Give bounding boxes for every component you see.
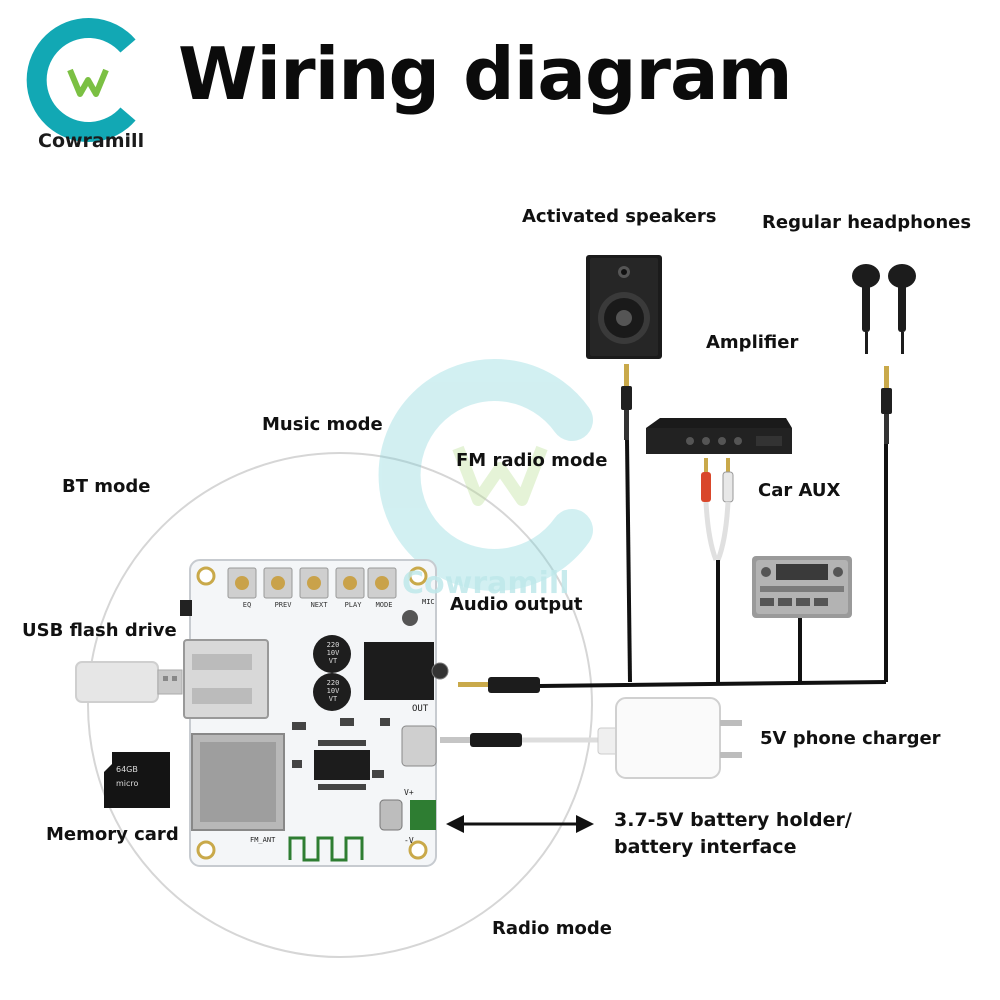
headphones-icon — [852, 264, 916, 354]
board-button-mode: MODE — [375, 601, 393, 609]
board-mic-label: MIC — [422, 598, 435, 606]
cap-brand: VT — [328, 657, 338, 665]
car-radio-icon — [752, 556, 852, 618]
board-vplus-label: V+ — [404, 788, 414, 797]
capacitor-2-label: 220 10V VT — [318, 679, 348, 703]
cap-voltage: 10V — [326, 649, 340, 657]
watermark-text: Cowramill — [402, 566, 570, 601]
audio-board — [180, 559, 449, 867]
board-button-next: NEXT — [310, 601, 328, 609]
label-memory-card: Memory card — [46, 824, 179, 845]
board-button-prev: PREV — [274, 601, 292, 609]
memory-card-icon: 64GB micro — [104, 752, 170, 808]
board-button-play: PLAY — [344, 601, 362, 609]
battery-arrow-icon — [446, 815, 594, 833]
board-out-label: OUT — [412, 704, 429, 714]
headphone-jack-icon — [881, 366, 892, 444]
cap-value: 220 — [326, 679, 340, 687]
amplifier-icon — [646, 418, 792, 454]
capacitors — [313, 635, 351, 711]
usb-flash-drive-icon — [75, 661, 183, 703]
label-battery-interface: 3.7-5V battery holder/ battery interface — [614, 807, 852, 861]
board-buttons — [227, 567, 397, 599]
board-button-eq: EQ — [242, 601, 252, 609]
label-fm-radio-mode: FM radio mode — [456, 450, 608, 471]
label-audio-output: Audio output — [450, 594, 583, 615]
speaker-jack-icon — [621, 364, 632, 440]
board-vminus-label: -V — [404, 836, 414, 845]
board-fm-ant-label: FM_ANT — [250, 836, 276, 844]
sd-capacity-text: 64GB — [116, 765, 138, 774]
capacitor-1-label: 220 10V VT — [318, 641, 348, 665]
cap-brand: VT — [328, 695, 338, 703]
page-title: Wiring diagram — [178, 32, 793, 116]
speaker-icon — [586, 255, 662, 359]
brand-logo — [26, 18, 136, 142]
label-radio-mode: Radio mode — [492, 918, 612, 939]
audio-cables — [539, 439, 888, 688]
cap-value: 220 — [326, 641, 340, 649]
label-amplifier: Amplifier — [706, 332, 799, 353]
label-bt-mode: BT mode — [62, 476, 151, 497]
label-car-aux: Car AUX — [758, 480, 841, 501]
audio-jack-port — [364, 642, 434, 700]
label-battery-line2: battery interface — [614, 836, 797, 858]
label-regular-headphones: Regular headphones — [762, 212, 972, 233]
cap-voltage: 10V — [326, 687, 340, 695]
rca-plugs-icon — [701, 458, 734, 561]
mode-circle — [87, 452, 593, 958]
brand-name: Cowramill — [38, 130, 145, 152]
audio-output-jack-icon — [458, 677, 540, 693]
watermark-logo — [378, 359, 593, 591]
usb-port — [183, 639, 269, 719]
label-activated-speakers: Activated speakers — [522, 206, 717, 227]
label-phone-charger: 5V phone charger — [760, 728, 941, 749]
phone-charger-icon — [440, 697, 742, 779]
board-button-labels: EQ PREV NEXT PLAY MODE — [229, 601, 399, 609]
label-usb-flash-drive: USB flash drive — [22, 620, 177, 641]
label-battery-line1: 3.7-5V battery holder/ — [614, 809, 852, 831]
svg-text:micro: micro — [116, 779, 139, 788]
label-music-mode: Music mode — [262, 414, 383, 435]
usb-c-port — [401, 725, 437, 767]
